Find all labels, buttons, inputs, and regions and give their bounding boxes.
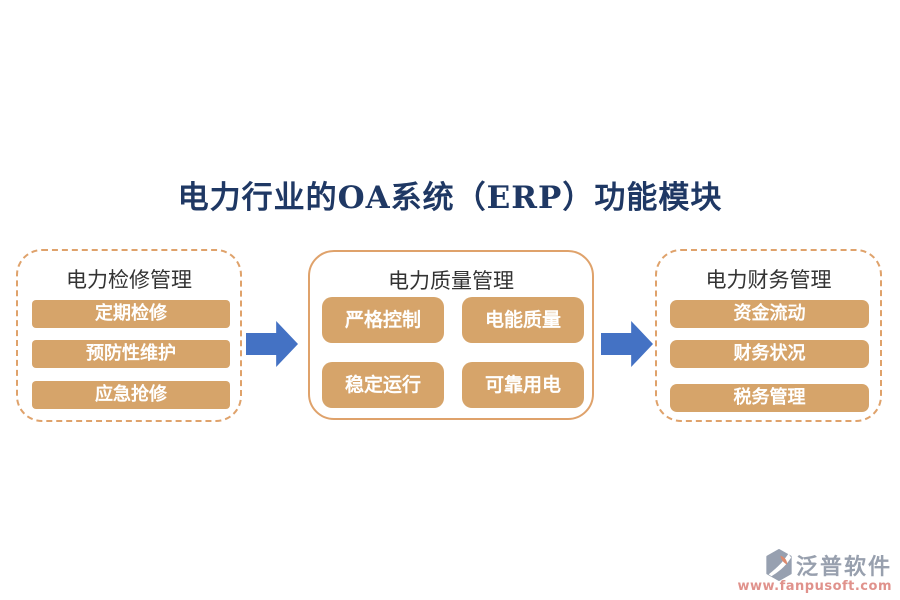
- panel-heading: 电力检修管理: [66, 268, 192, 292]
- right-arrow-icon: [246, 321, 298, 367]
- watermark: 泛普软件 www.fanpusoft.com: [737, 549, 892, 594]
- right-arrow-icon: [601, 321, 653, 367]
- panel-heading: 电力质量管理: [388, 269, 514, 293]
- panel-heading: 电力财务管理: [705, 268, 832, 292]
- chip-emergency-repair: 应急抢修: [32, 381, 230, 409]
- fanpu-logo-icon: [764, 549, 794, 581]
- page-title: 电力行业的OA系统（ERP）功能模块: [177, 180, 723, 216]
- panel-finance-management: 电力财务管理 资金流动 财务状况 税务管理: [655, 249, 882, 422]
- chip-financial-status: 财务状况: [670, 340, 869, 368]
- chip-tax-management: 税务管理: [670, 384, 869, 412]
- chip-strict-control: 严格控制: [322, 297, 444, 343]
- chip-power-quality: 电能质量: [462, 297, 584, 343]
- watermark-brand: 泛普软件: [795, 555, 892, 580]
- chip-capital-flow: 资金流动: [670, 300, 869, 328]
- chip-stable-operation: 稳定运行: [322, 362, 444, 408]
- panel-quality-management: 电力质量管理 严格控制 电能质量 稳定运行 可靠用电: [308, 250, 594, 420]
- chip-preventive-maintenance: 预防性维护: [32, 340, 230, 368]
- chip-regular-maintenance: 定期检修: [32, 300, 230, 328]
- watermark-url: www.fanpusoft.com: [737, 579, 892, 594]
- chip-reliable-power-use: 可靠用电: [462, 362, 584, 408]
- panel-maintenance-management: 电力检修管理 定期检修 预防性维护 应急抢修: [16, 249, 242, 422]
